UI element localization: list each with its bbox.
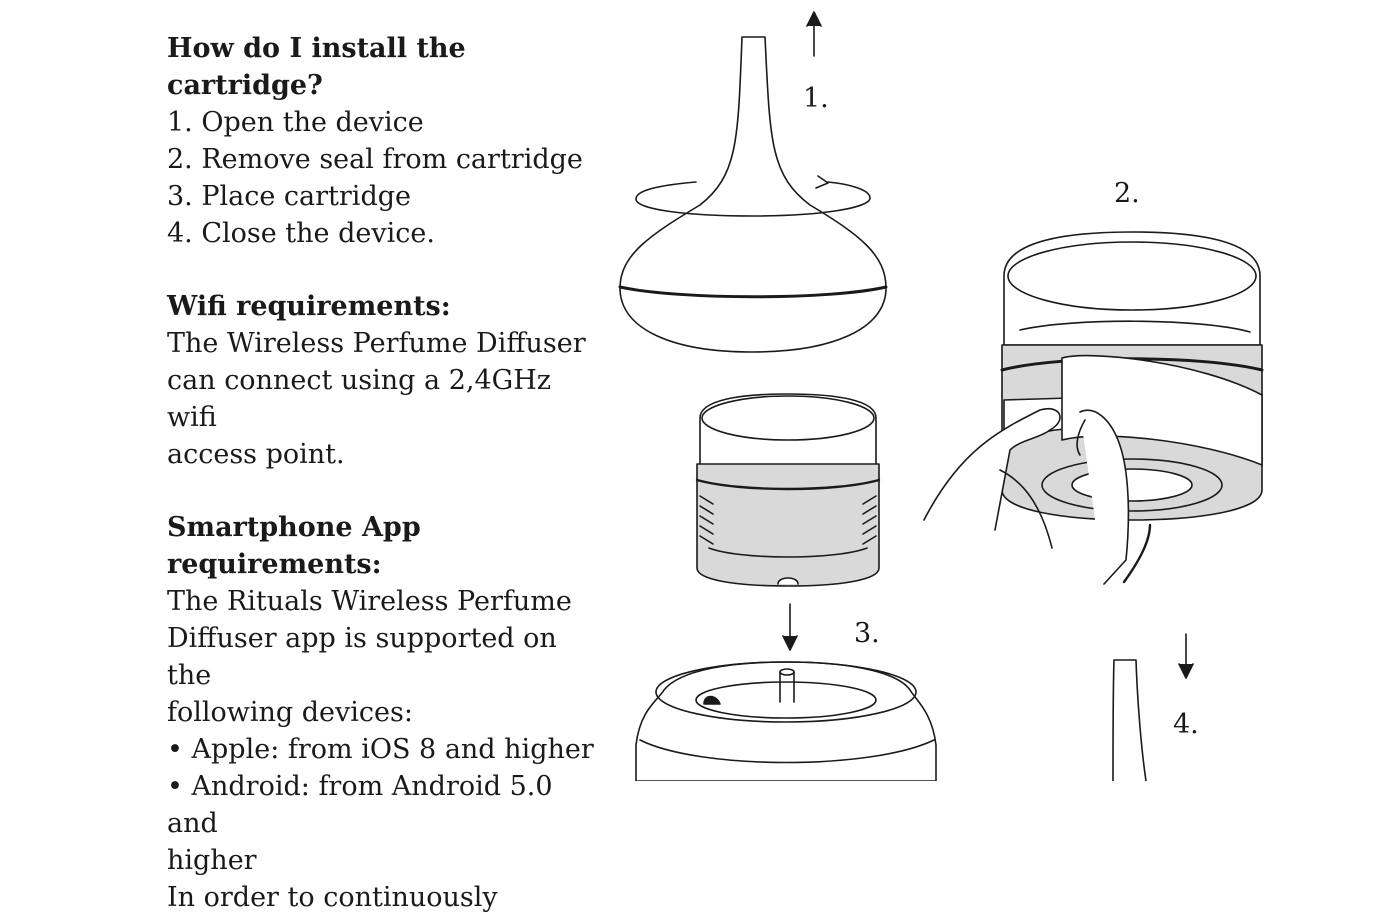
app-bullet-android: • Android: from Android 5.0 and (167, 771, 553, 839)
wifi-heading: Wifi requirements: (167, 291, 451, 322)
install-step-3: 3. Place cartridge (167, 181, 411, 212)
step-label-2: 2. (1114, 178, 1140, 209)
app-bullet-android-cont: higher (167, 845, 257, 876)
step-label-4: 4. (1173, 709, 1199, 740)
app-heading-line-2: requirements: (167, 549, 382, 580)
step-label-1: 1. (803, 83, 829, 114)
step-label-3: 3. (854, 618, 880, 649)
app-line-1: The Rituals Wireless Perfume (167, 586, 572, 617)
app-line-2: Diffuser app is supported on the (167, 623, 557, 691)
diffuser-drawing (618, 11, 1264, 782)
app-line-3: following devices: (167, 697, 413, 728)
wifi-line-1: The Wireless Perfume Diffuser (167, 328, 586, 359)
app-tail-line-1: In order to continuously (167, 882, 498, 913)
spacer (167, 473, 597, 509)
spacer (167, 252, 597, 288)
install-step-1: 1. Open the device (167, 107, 424, 138)
install-step-4: 4. Close the device. (167, 218, 435, 249)
instructions-column: How do I install the cartridge? 1. Open … (167, 30, 597, 916)
app-bullet-apple: • Apple: from iOS 8 and higher (167, 734, 594, 765)
step-1-diffuser-top (618, 11, 888, 353)
installation-illustration: 1. 2. 3. 4. (600, 0, 1388, 782)
install-heading: How do I install the cartridge? (167, 33, 466, 101)
step-4-close-device (1112, 633, 1194, 782)
step-2-base-seal (923, 231, 1264, 585)
cartridge (695, 393, 881, 587)
wifi-line-2: can connect using a 2,4GHz wifi (167, 365, 551, 433)
wifi-line-3: access point. (167, 439, 345, 470)
app-heading-line-1: Smartphone App (167, 512, 421, 543)
install-step-2: 2. Remove seal from cartridge (167, 144, 583, 175)
step-3-place-cartridge (635, 603, 937, 782)
